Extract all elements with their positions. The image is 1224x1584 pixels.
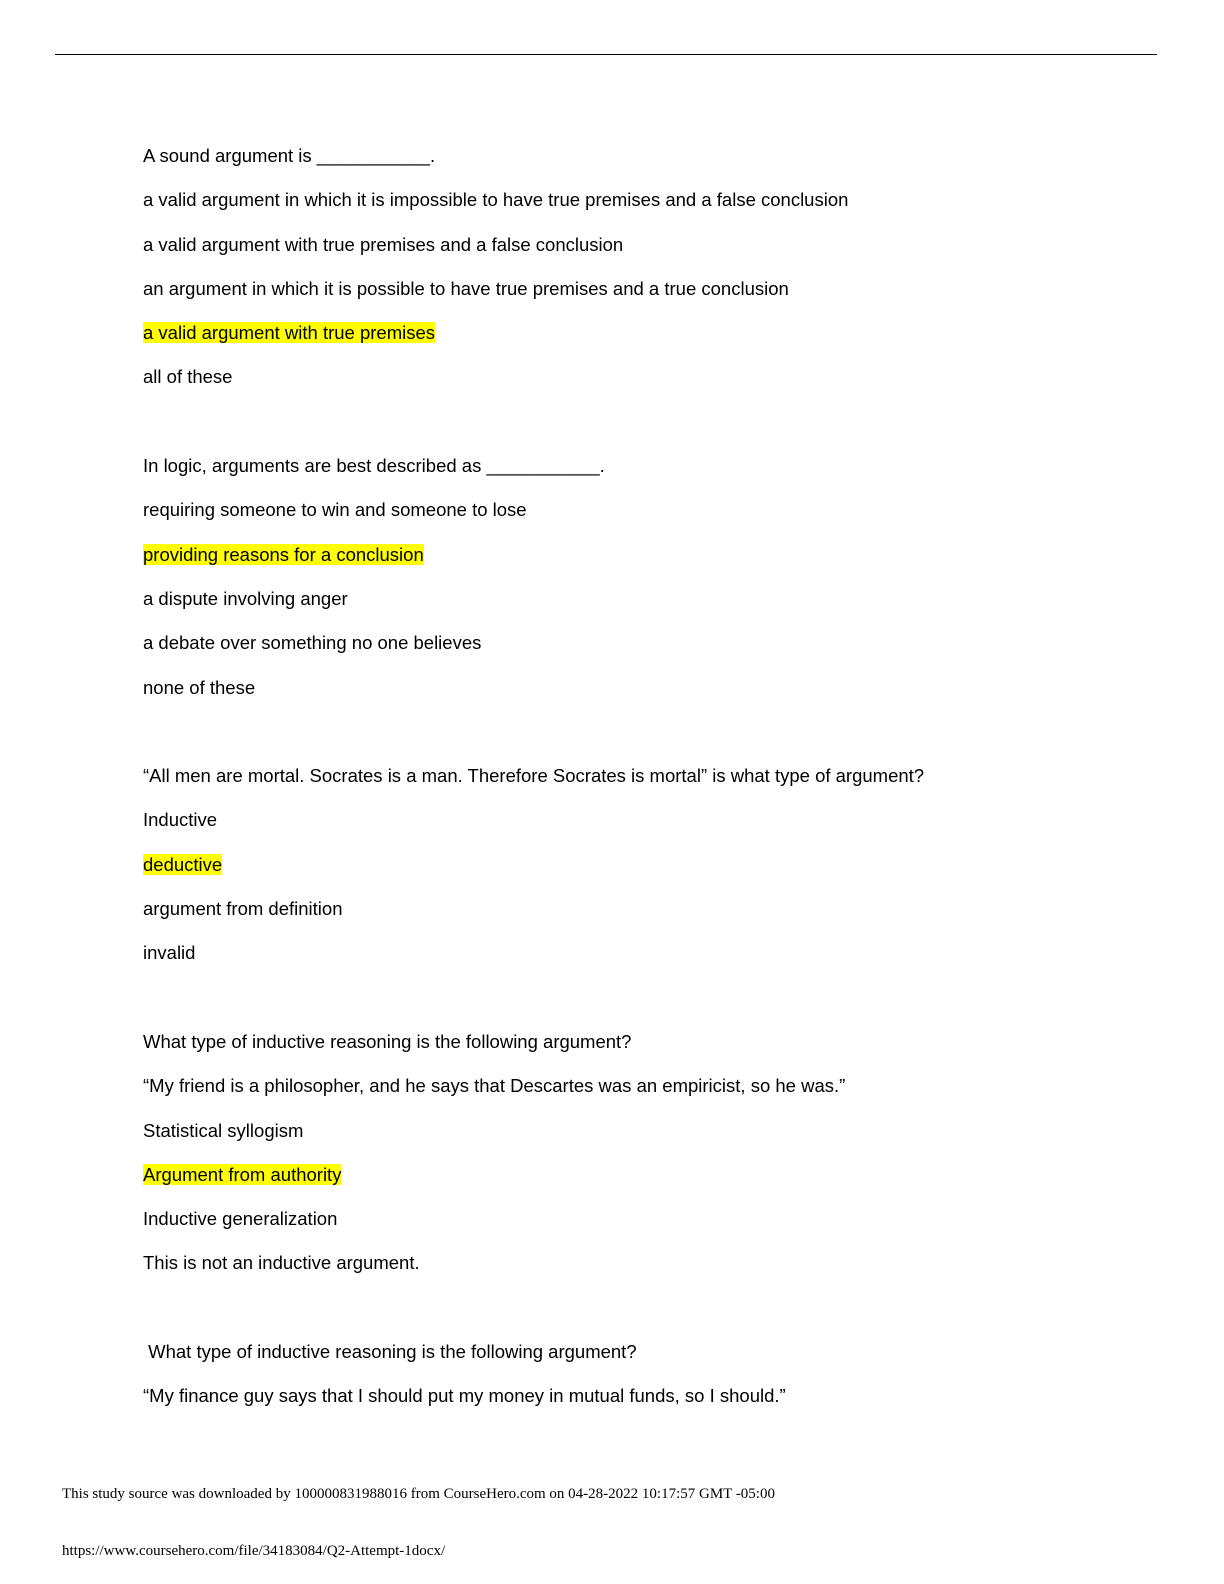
answer-option-selected-text: deductive xyxy=(143,853,223,875)
answer-option-text: This is not an inductive argument. xyxy=(143,1252,420,1274)
answer-option-selected: providing reasons for a conclusion xyxy=(143,533,1143,577)
spacer xyxy=(143,976,1143,1020)
answer-option-selected: deductive xyxy=(143,843,1143,887)
answer-option: an argument in which it is possible to h… xyxy=(143,267,1143,311)
answer-option-text: an argument in which it is possible to h… xyxy=(143,277,789,299)
question-quote-text: “My finance guy says that I should put m… xyxy=(143,1385,786,1407)
header-rule xyxy=(55,54,1157,55)
answer-option: Inductive xyxy=(143,798,1143,842)
answer-option-selected-text: providing reasons for a conclusion xyxy=(143,543,424,565)
question-prompt: What type of inductive reasoning is the … xyxy=(143,1330,1143,1374)
answer-option: a valid argument in which it is impossib… xyxy=(143,178,1143,222)
answer-option-text: argument from definition xyxy=(143,898,343,920)
spacer xyxy=(143,400,1143,444)
answer-option-selected-text: Argument from authority xyxy=(143,1163,342,1185)
question-prompt-text: A sound argument is ___________. xyxy=(143,145,436,166)
answer-option-selected: Argument from authority xyxy=(143,1153,1143,1197)
spacer xyxy=(143,1286,1143,1330)
question-prompt: What type of inductive reasoning is the … xyxy=(143,1020,1143,1064)
question-prompt-text: “All men are mortal. Socrates is a man. … xyxy=(143,765,925,787)
download-note: This study source was downloaded by 1000… xyxy=(62,1486,775,1502)
document-body: A sound argument is ___________.a valid … xyxy=(143,134,1143,1419)
question-quote: “My friend is a philosopher, and he says… xyxy=(143,1064,1143,1108)
answer-option: Inductive generalization xyxy=(143,1197,1143,1241)
question-prompt: “All men are mortal. Socrates is a man. … xyxy=(143,754,1143,798)
question-prompt-text: In logic, arguments are best described a… xyxy=(143,455,605,477)
answer-option-text: invalid xyxy=(143,942,196,964)
answer-option: all of these xyxy=(143,355,1143,399)
answer-option: none of these xyxy=(143,666,1143,710)
answer-option-text: a debate over something no one believes xyxy=(143,632,482,654)
answer-option-text: a dispute involving anger xyxy=(143,587,348,609)
question-quote-text: “My friend is a philosopher, and he says… xyxy=(143,1075,846,1097)
answer-option-selected-text: a valid argument with true premises xyxy=(143,322,436,344)
answer-option-text: none of these xyxy=(143,676,256,698)
answer-option: invalid xyxy=(143,931,1143,975)
answer-option: Statistical syllogism xyxy=(143,1109,1143,1153)
answer-option: argument from definition xyxy=(143,887,1143,931)
spacer xyxy=(143,710,1143,754)
answer-option-text: a valid argument with true premises and … xyxy=(143,233,624,255)
question-prompt: A sound argument is ___________. xyxy=(143,134,1143,178)
answer-option-text: all of these xyxy=(143,366,233,388)
question-quote: “My finance guy says that I should put m… xyxy=(143,1374,1143,1418)
answer-option: requiring someone to win and someone to … xyxy=(143,488,1143,532)
question-prompt-text: What type of inductive reasoning is the … xyxy=(143,1030,632,1052)
question-prompt: In logic, arguments are best described a… xyxy=(143,444,1143,488)
question-prompt-text: What type of inductive reasoning is the … xyxy=(143,1341,637,1363)
answer-option: a valid argument with true premises and … xyxy=(143,223,1143,267)
answer-option-text: a valid argument in which it is impossib… xyxy=(143,189,849,211)
answer-option-selected: a valid argument with true premises xyxy=(143,311,1143,355)
answer-option: a dispute involving anger xyxy=(143,577,1143,621)
answer-option: a debate over something no one believes xyxy=(143,621,1143,665)
answer-option-text: Inductive generalization xyxy=(143,1208,338,1230)
answer-option-text: requiring someone to win and someone to … xyxy=(143,499,527,521)
answer-option: This is not an inductive argument. xyxy=(143,1241,1143,1285)
answer-option-text: Statistical syllogism xyxy=(143,1119,304,1141)
source-url: https://www.coursehero.com/file/34183084… xyxy=(62,1543,446,1559)
answer-option-text: Inductive xyxy=(143,809,218,831)
